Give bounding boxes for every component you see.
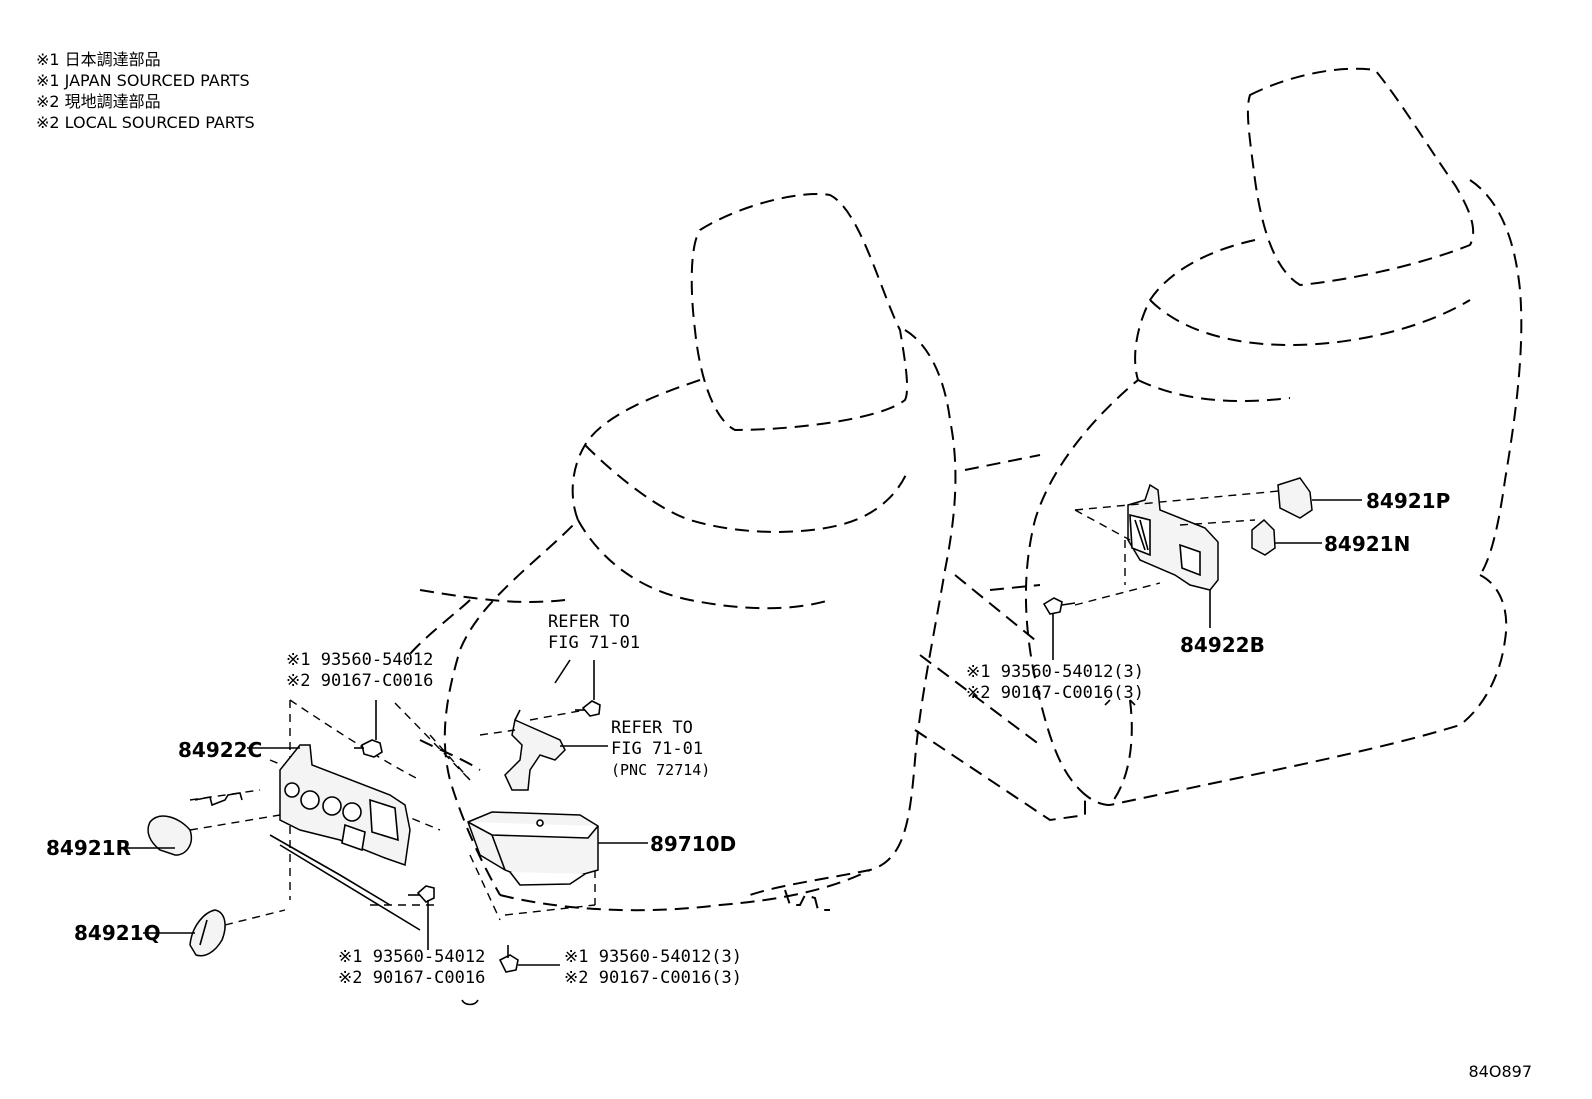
knob-guides xyxy=(189,789,421,931)
label-leaders xyxy=(118,659,648,934)
reference-2-line-2: FIG 71-01 xyxy=(611,739,703,759)
legend-japan-sourced-jp: ※1 日本調達部品 xyxy=(36,50,161,69)
control-unit-89710D xyxy=(467,811,599,886)
floor-lines xyxy=(419,454,1086,822)
screw-label-top-left-2: ※2 90167-C0016 xyxy=(286,671,433,691)
knob-84921R xyxy=(147,815,192,856)
knob-84921N xyxy=(1251,518,1322,556)
screw-label-bottom-mid-1: ※1 93560-54012(3) xyxy=(564,947,742,967)
screw-label-bottom-left-2: ※2 90167-C0016 xyxy=(338,968,485,988)
reference-2-line-3: (PNC 72714) xyxy=(611,761,710,779)
illustration-code: 84O897 xyxy=(1468,1062,1533,1081)
label-89710D: 89710D xyxy=(650,832,736,856)
screw-icons-left xyxy=(354,660,601,1006)
label-84921N: 84921N xyxy=(1324,532,1410,556)
label-84922B: 84922B xyxy=(1180,633,1265,657)
knob-84921Q xyxy=(189,909,226,957)
label-84921R: 84921R xyxy=(46,836,131,860)
knob-84921P xyxy=(1277,477,1362,519)
left-seat-outline xyxy=(404,193,957,912)
reference-1-line-2: FIG 71-01 xyxy=(548,633,640,653)
legend-local-sourced-en: ※2 LOCAL SOURCED PARTS xyxy=(36,113,255,132)
reference-2-line-1: REFER TO xyxy=(611,718,693,738)
screw-label-bottom-mid-2: ※2 90167-C0016(3) xyxy=(564,968,742,988)
reference-1-line-1: REFER TO xyxy=(548,612,630,632)
switch-bracket-84922B xyxy=(1074,483,1291,628)
legend-japan-sourced-en: ※1 JAPAN SOURCED PARTS xyxy=(36,71,250,90)
label-84921Q: 84921Q xyxy=(74,921,161,945)
screw-label-bottom-left-1: ※1 93560-54012 xyxy=(338,947,485,967)
bracket-refer-fig xyxy=(479,709,586,791)
screw-icon-right xyxy=(1042,597,1136,706)
screw-label-right-1: ※1 93560-54012(3) xyxy=(966,662,1144,682)
screw-label-top-left-1: ※1 93560-54012 xyxy=(286,650,433,670)
label-84922C: 84922C xyxy=(178,738,262,762)
screw-label-right-2: ※2 90167-C0016(3) xyxy=(966,683,1144,703)
right-seat-outline xyxy=(1024,67,1523,806)
switch-bracket-84922C xyxy=(279,744,411,867)
label-84921P: 84921P xyxy=(1366,489,1450,513)
legend-local-sourced-jp: ※2 現地調達部品 xyxy=(36,92,161,111)
